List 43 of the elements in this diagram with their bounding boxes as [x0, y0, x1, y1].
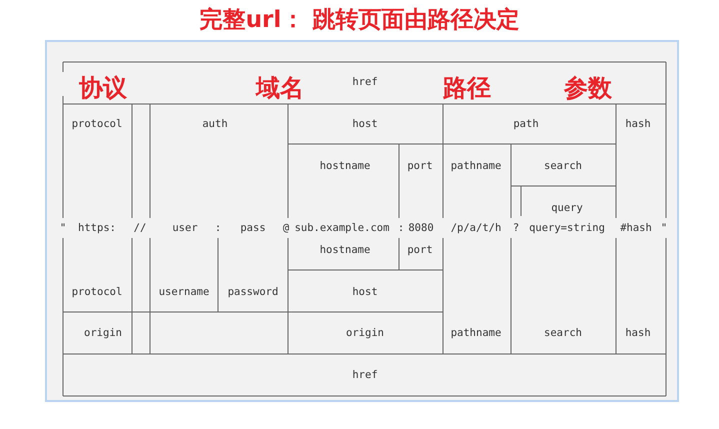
url-part-label: " [660, 222, 668, 234]
url-part-label: hash [625, 327, 651, 339]
url-part-label: // [134, 222, 146, 234]
url-part-label: origin [84, 327, 122, 339]
url-part-label: @ [282, 222, 290, 234]
url-part-label: /p/a/t/h [450, 222, 502, 234]
url-part-label: host [352, 118, 378, 130]
url-part-label: hostname [320, 244, 370, 256]
url-part-label: pathname [450, 327, 502, 339]
url-part-label: #hash [620, 222, 652, 234]
url-part-label: search [544, 327, 582, 339]
url-part-label: ? [512, 222, 520, 234]
url-part-label: protocol [72, 118, 122, 130]
url-part-label: : [214, 222, 222, 234]
url-part-label: username [158, 286, 210, 298]
url-part-label: sub.example.com [294, 222, 390, 234]
url-part-label: : [398, 222, 404, 234]
annotation-label: 参数 [564, 73, 612, 104]
title: 完整url： 跳转页面由路径决定 [198, 6, 520, 35]
annotation-label: 路径 [443, 73, 491, 104]
url-part-label: pathname [450, 160, 502, 172]
url-part-label: origin [346, 327, 384, 339]
url-part-label: search [544, 160, 582, 172]
url-part-label: user [172, 222, 198, 234]
url-part-label: hostname [320, 160, 370, 172]
annotation-label: 协议 [79, 73, 127, 104]
url-part-label: path [513, 118, 539, 130]
url-part-label: auth [202, 118, 228, 130]
url-part-label: href [352, 76, 378, 88]
url-part-label: host [352, 286, 378, 298]
url-part-label: protocol [72, 286, 122, 298]
url-part-label: href [352, 369, 378, 381]
url-part-label: https: [78, 222, 116, 234]
url-part-label: pass [240, 222, 266, 234]
annotation-label: 域名 [256, 73, 304, 104]
url-part-label: hash [625, 118, 651, 130]
url-part-label: 8080 [408, 222, 434, 234]
url-part-label: password [228, 286, 278, 298]
url-part-label: port [407, 160, 433, 172]
url-part-label: query [551, 202, 583, 214]
url-part-label: query=string [529, 222, 605, 234]
url-part-label: port [407, 244, 433, 256]
url-part-label: " [60, 222, 66, 234]
